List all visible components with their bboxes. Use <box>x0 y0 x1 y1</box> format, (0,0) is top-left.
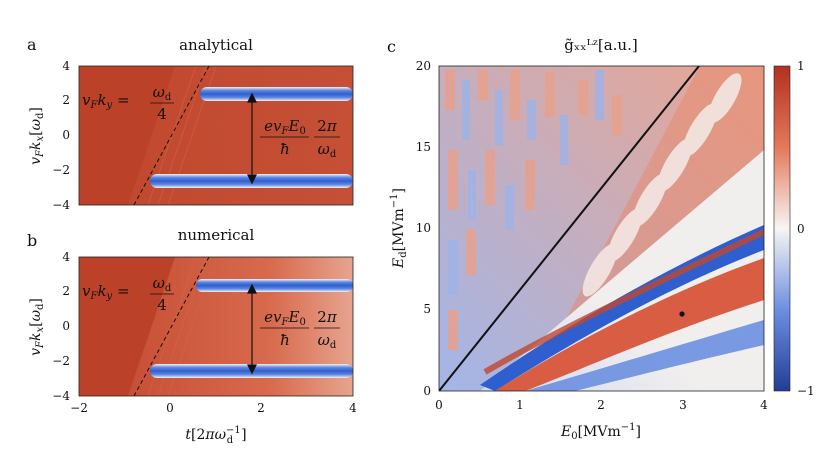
panel-c-yticks: 20 15 10 5 0 <box>416 59 431 398</box>
panel-c-xticks: 0 1 2 3 4 <box>435 398 768 412</box>
panel-b-left-region <box>79 257 175 396</box>
panel-b-yticks: 4 2 0 −2 −4 <box>52 250 70 403</box>
panel-a-heatmap <box>79 66 353 205</box>
panel-b-dashed-line <box>133 257 210 396</box>
svg-text:2: 2 <box>62 284 70 298</box>
svg-text:10: 10 <box>416 221 431 235</box>
svg-text:0: 0 <box>62 128 70 142</box>
panel-label-c: c <box>387 37 396 56</box>
svg-text:2: 2 <box>257 401 265 415</box>
svg-text:4: 4 <box>760 398 768 412</box>
panel-label-b: b <box>27 231 37 250</box>
panel-b-upper-band <box>196 279 353 292</box>
panel-a-dashed-line <box>133 66 210 205</box>
svg-text:0: 0 <box>435 398 443 412</box>
svg-text:0: 0 <box>797 222 805 236</box>
svg-text:2π: 2π <box>317 308 338 326</box>
svg-text:15: 15 <box>416 140 431 154</box>
svg-text:4: 4 <box>157 105 167 123</box>
panel-c-ylabel: Ed[MVm−1] <box>389 188 409 269</box>
panel-b-energy-fraction: evFE0 ħ 2π ωd <box>260 308 340 351</box>
panel-a-left-region <box>79 66 175 205</box>
panel-c-red-band <box>495 258 764 391</box>
svg-text:0: 0 <box>62 319 70 333</box>
panel-label-a: a <box>27 35 37 54</box>
panel-c-heatmap <box>439 66 764 391</box>
panel-b-annotation-left: vFky = <box>82 282 130 302</box>
svg-text:3: 3 <box>679 398 687 412</box>
panel-a-annotation-left: vFky = <box>82 91 130 111</box>
panel-a-frame <box>78 65 354 206</box>
svg-text:evFE0: evFE0 <box>264 117 306 137</box>
svg-text:4: 4 <box>62 59 70 73</box>
panel-b-xticks: −2 0 2 4 <box>70 401 357 415</box>
svg-text:4: 4 <box>62 250 70 264</box>
panel-c-xlabel: E0[MVm−1] <box>560 422 641 442</box>
svg-text:4: 4 <box>349 401 357 415</box>
svg-text:2: 2 <box>62 93 70 107</box>
svg-text:2: 2 <box>597 398 605 412</box>
svg-text:4: 4 <box>157 296 167 314</box>
panel-c-lower-region <box>480 150 764 391</box>
panel-b-title: numerical <box>178 226 255 244</box>
svg-text:−2: −2 <box>70 401 88 415</box>
svg-text:−1: −1 <box>797 384 815 398</box>
panel-a-title: analytical <box>179 36 253 54</box>
panel-a-upper-band <box>200 87 353 101</box>
colorbar-ticks: 1 0 −1 <box>797 59 815 398</box>
colorbar <box>773 65 791 392</box>
panel-a-arrow <box>247 92 257 185</box>
panel-c-frame <box>438 65 765 392</box>
panel-b-heatmap <box>79 257 353 396</box>
panel-b-ylabel: vFkx[ωd] <box>28 298 46 356</box>
panel-b-frame <box>78 256 354 397</box>
panel-b-arrow <box>247 283 257 375</box>
panel-c-noise <box>445 70 622 350</box>
panel-c-black-line <box>439 66 700 391</box>
panel-c-title: g̃ₓₓᴸᶻ[a.u.] <box>564 36 637 54</box>
svg-text:1: 1 <box>516 398 524 412</box>
svg-text:0: 0 <box>166 401 174 415</box>
svg-text:−2: −2 <box>52 163 70 177</box>
panel-a-yticks: 4 2 0 −2 −4 <box>52 59 70 212</box>
svg-text:0: 0 <box>423 384 431 398</box>
panel-c-fringe-lobes <box>582 73 742 297</box>
panel-c-marker <box>679 311 685 317</box>
panel-a-ylabel: vFkx[ωd] <box>28 107 46 165</box>
svg-text:2π: 2π <box>317 117 338 135</box>
panel-c-red-edge <box>483 229 764 375</box>
svg-text:5: 5 <box>423 302 431 316</box>
svg-text:evFE0: evFE0 <box>264 308 306 328</box>
svg-text:1: 1 <box>797 59 805 73</box>
svg-text:ħ: ħ <box>280 140 290 158</box>
svg-text:ħ: ħ <box>280 331 290 349</box>
svg-text:−4: −4 <box>52 198 70 212</box>
panel-c-light-blue-band <box>525 320 764 391</box>
panel-c-fringe-band <box>560 66 764 345</box>
svg-text:−4: −4 <box>52 389 70 403</box>
svg-text:20: 20 <box>416 59 431 73</box>
svg-text:−2: −2 <box>52 354 70 368</box>
